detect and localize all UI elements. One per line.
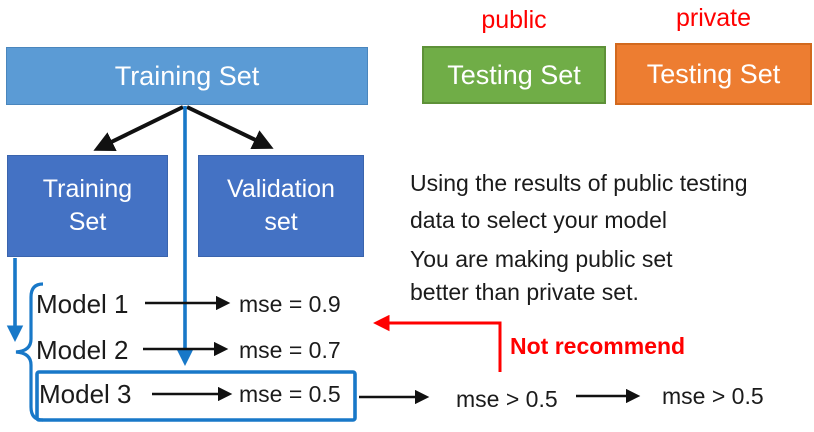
model3-highlight-rect	[35, 370, 357, 422]
training-set-box: Training Set	[6, 47, 368, 105]
model-1-mse: mse = 0.9	[239, 291, 341, 317]
private-label: private	[675, 4, 752, 32]
model-3-mse: mse = 0.5	[239, 381, 341, 407]
note-using-line1: Using the results of public testing	[410, 170, 748, 196]
private-testing-set-box: Testing Set	[615, 43, 812, 105]
note-using-line2: data to select your model	[410, 207, 667, 233]
arrow-trainingset-to-validation	[186, 105, 274, 150]
model-2-mse: mse = 0.7	[239, 337, 341, 363]
private-testing-set-label: Testing Set	[646, 58, 781, 89]
public-testing-set-box: Testing Set	[422, 46, 606, 104]
training-subset-box: Training Set	[7, 155, 168, 257]
training-set-box-label: Training Set	[114, 60, 260, 91]
private-mse-result: mse > 0.5	[662, 383, 764, 409]
model-2-label: Model 2	[36, 335, 129, 365]
model-1-label: Model 1	[36, 289, 129, 319]
not-recommend-label: Not recommend	[510, 333, 686, 359]
brace-models	[15, 282, 44, 422]
training-subset-line1: Training	[42, 175, 133, 203]
note-making-public-better: You are making public set better than pr…	[410, 243, 673, 309]
arrow-not-recommend	[373, 314, 502, 372]
note-making-line2: better than private set.	[410, 279, 639, 305]
model-3-label: Model 3	[39, 379, 132, 409]
note-using-public-testing: Using the results of public testing data…	[410, 165, 748, 239]
public-label: public	[481, 6, 547, 34]
note-making-line1: You are making public set	[410, 246, 673, 272]
validation-subset-line1: Validation	[227, 175, 335, 203]
public-testing-set-label: Testing Set	[447, 59, 581, 90]
public-mse-result: mse > 0.5	[456, 386, 558, 412]
arrow-trainingset-to-training	[93, 105, 184, 151]
training-subset-line2: Set	[68, 208, 107, 236]
validation-subset-line2: set	[264, 208, 298, 236]
validation-subset-box: Validation set	[198, 155, 364, 257]
